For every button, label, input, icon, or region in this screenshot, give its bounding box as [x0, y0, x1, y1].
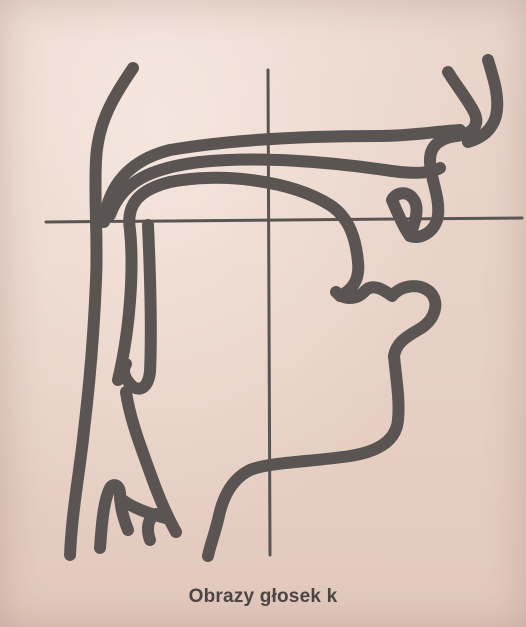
figure-caption: Obrazy głosek k — [0, 586, 526, 608]
horizontal-axis — [46, 218, 522, 222]
lower-lip — [336, 286, 435, 356]
chin-jaw — [208, 356, 399, 556]
upper-teeth — [392, 193, 417, 236]
